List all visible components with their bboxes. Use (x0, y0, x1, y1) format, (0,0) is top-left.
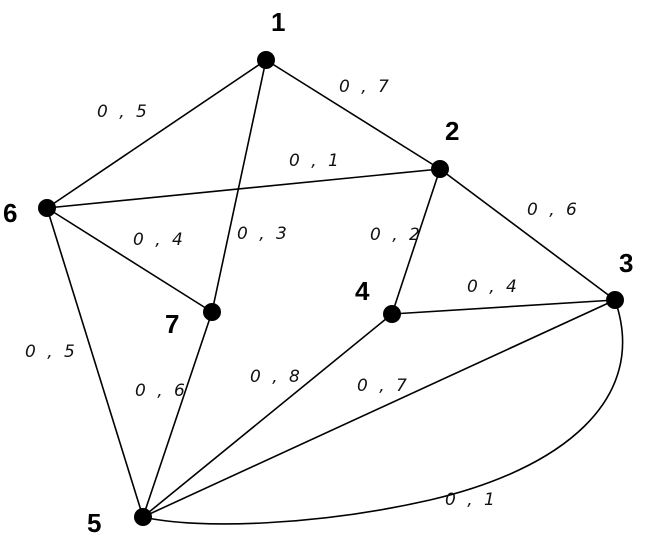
node-7 (203, 303, 221, 321)
node-label-2: 2 (445, 116, 459, 146)
weight-6-2: 0 , 1 (289, 151, 342, 171)
node-label-4: 4 (355, 276, 370, 306)
weight-2-3: 0 , 6 (527, 200, 580, 220)
edge-4-3 (391, 299, 616, 315)
edge-7-5 (142, 311, 213, 518)
weight-1-6: 0 , 5 (97, 102, 150, 122)
weight-4-3: 0 , 4 (467, 277, 520, 297)
edge-6-7 (46, 207, 213, 313)
node-3 (606, 291, 624, 309)
weight-3-5-curved: 0 , 1 (445, 490, 498, 510)
node-label-7: 7 (165, 309, 179, 339)
weight-2-4: 0 , 2 (370, 225, 423, 245)
edge-1-2 (265, 59, 441, 170)
node-1 (257, 51, 275, 69)
weight-1-7: 0 , 3 (237, 224, 290, 244)
weight-6-5: 0 , 5 (25, 342, 78, 362)
node-4 (383, 305, 401, 323)
edge-3-5-straight (142, 299, 616, 518)
node-labels: 1 2 3 4 5 6 7 (3, 7, 633, 538)
weight-3-5-straight: 0 , 7 (357, 376, 410, 396)
edge-2-4 (391, 168, 441, 315)
edge-labels: 0 , 7 0 , 5 0 , 3 0 , 1 0 , 6 0 , 2 0 , … (25, 77, 580, 510)
node-5 (134, 508, 152, 526)
edge-6-2 (46, 168, 441, 209)
node-label-6: 6 (3, 198, 17, 228)
node-6 (38, 199, 56, 217)
weight-1-2: 0 , 7 (339, 77, 392, 97)
weight-4-5: 0 , 8 (250, 367, 303, 387)
node-label-3: 3 (619, 248, 633, 278)
node-label-1: 1 (271, 7, 285, 37)
nodes (38, 51, 624, 526)
weight-6-7: 0 , 4 (133, 230, 186, 250)
edge-6-5 (46, 207, 144, 518)
node-2 (431, 160, 449, 178)
edge-1-6 (46, 59, 267, 209)
edge-4-5 (142, 313, 393, 518)
weight-7-5: 0 , 6 (135, 381, 188, 401)
node-label-5: 5 (87, 508, 101, 538)
edge-1-7 (211, 59, 267, 313)
edge-3-5-curved (142, 299, 624, 525)
edges (46, 59, 624, 525)
edge-2-3 (439, 168, 616, 301)
